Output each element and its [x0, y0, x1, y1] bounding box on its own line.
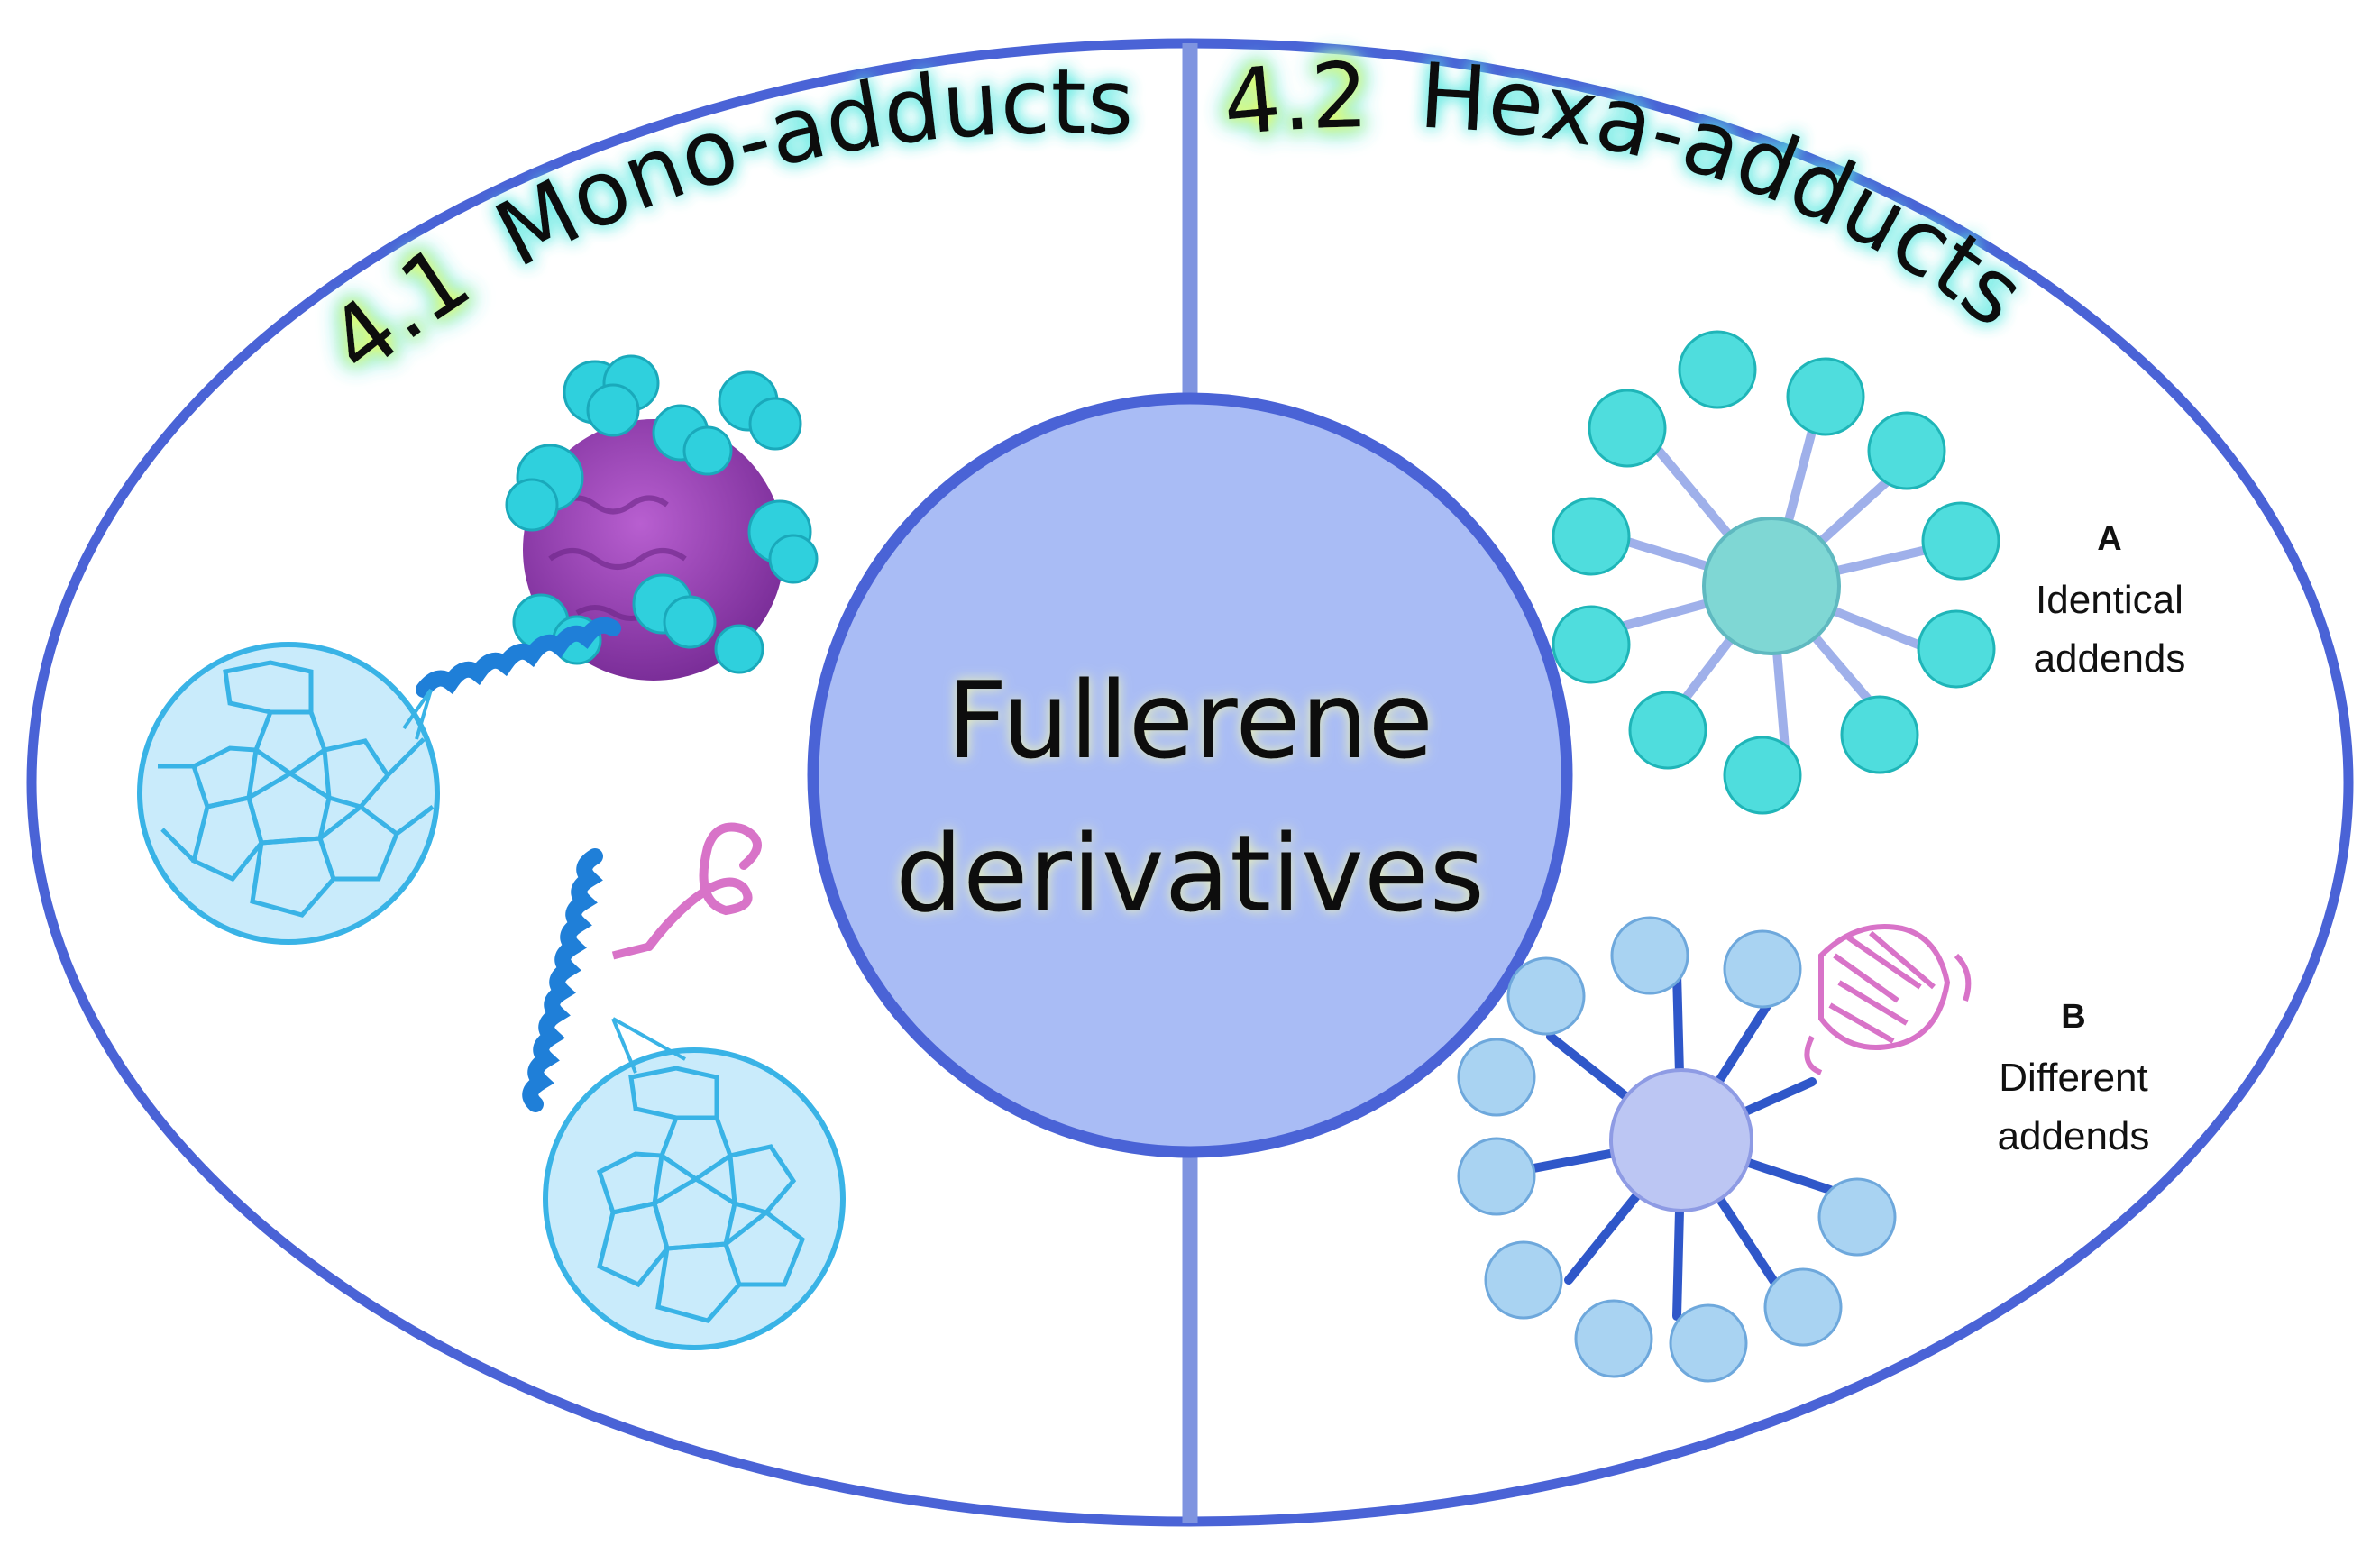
fullerene-large-2-icon	[543, 1017, 846, 1350]
center-title-line1: Fullerene	[947, 658, 1433, 782]
center-circle	[807, 392, 1573, 1158]
hexa-adduct-different-icon	[1457, 916, 1972, 1383]
hexa-adduct-identical-icon	[1552, 330, 2000, 815]
peptide-loop-icon	[645, 822, 762, 951]
fullerene-large-1-icon	[137, 642, 440, 945]
linker-helix-1	[416, 617, 621, 698]
panel-b-letter: B	[2061, 998, 2085, 1036]
panel-a-letter: A	[2097, 520, 2121, 558]
virus-particle-icon	[505, 354, 819, 681]
center-title-line2: derivatives	[895, 811, 1485, 936]
panel-b-line2: addends	[1998, 1114, 2150, 1158]
protein-barrel-icon	[1804, 924, 1972, 1075]
panel-b-line1: Different	[1999, 1056, 2148, 1100]
right-section-number: 4.2	[1219, 42, 1370, 157]
linker-helix-2	[522, 848, 603, 1112]
panel-a-line2: addends	[2034, 636, 2186, 681]
panel-a-line1: Identical	[2036, 578, 2183, 622]
